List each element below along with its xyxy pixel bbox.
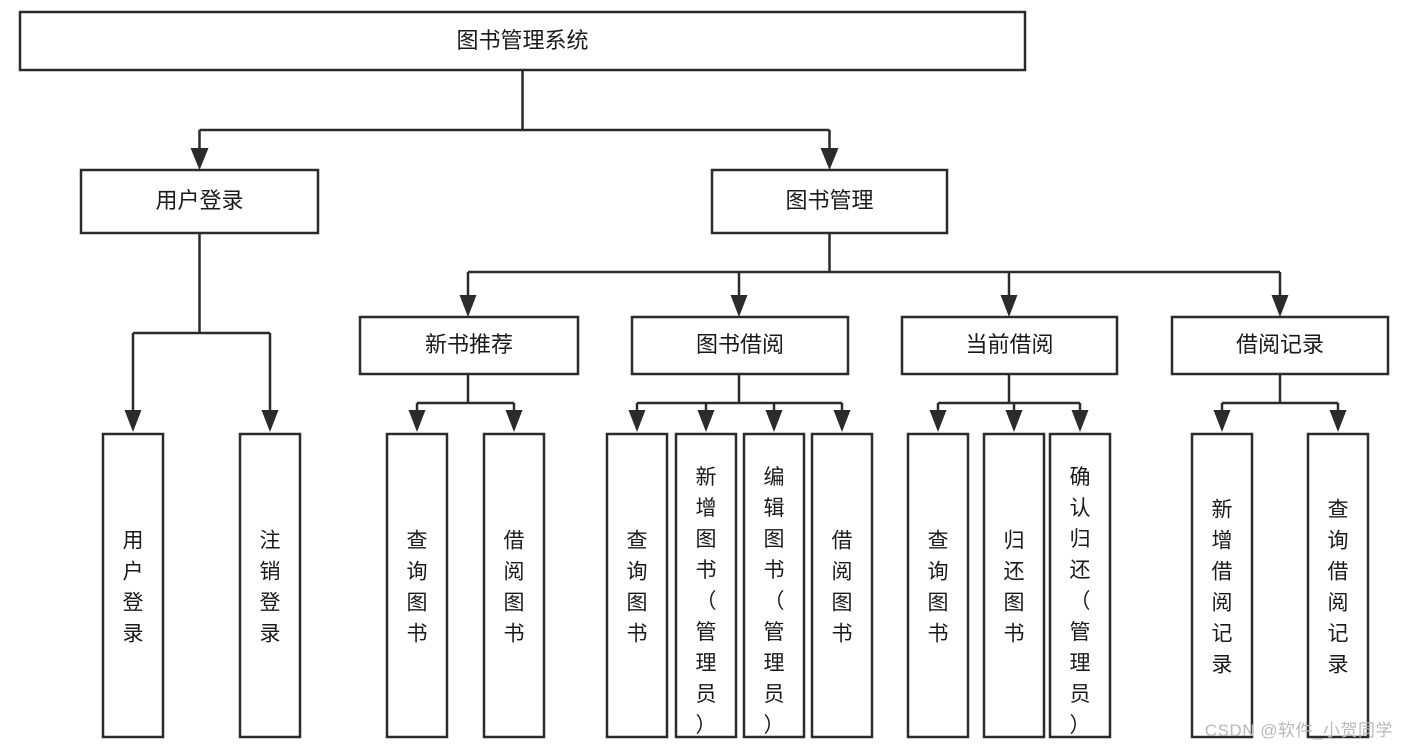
arrow-records-leaf-1 xyxy=(1213,410,1231,432)
node-leaf-confirm-return-admin-box[interactable] xyxy=(1048,432,1112,739)
node-leaf-user-login-label: 用户登录 xyxy=(123,530,144,646)
node-leaf-query-book-1[interactable]: 查询图书 xyxy=(385,432,449,739)
arrow-current-leaf-2 xyxy=(1005,410,1023,432)
node-user-login-box[interactable] xyxy=(79,168,320,235)
arrow-user-login-leaf-2 xyxy=(261,410,279,432)
node-leaf-edit-book-admin-label: 编辑图书（管理员） xyxy=(764,466,785,737)
node-leaf-add-borrow-record-label: 新增借阅记录 xyxy=(1212,499,1233,677)
node-leaf-add-borrow-record[interactable]: 新增借阅记录 xyxy=(1190,432,1254,739)
node-borrow-records-box[interactable] xyxy=(1170,315,1390,376)
node-leaf-query-borrow-record-label: 查询借阅记录 xyxy=(1328,499,1349,677)
arrow-book-mgmt-to-records xyxy=(1271,295,1289,317)
node-leaf-query-book-2-label: 查询图书 xyxy=(627,530,648,646)
arrow-book-mgmt-to-borrow xyxy=(730,295,748,317)
node-user-login[interactable]: 用户登录 xyxy=(79,168,320,235)
node-leaf-query-book-2-box[interactable] xyxy=(605,432,669,739)
arrow-root-to-book-mgmt xyxy=(820,148,839,170)
node-leaf-return-book-box[interactable] xyxy=(982,432,1046,739)
node-current-borrow-label: 当前借阅 xyxy=(965,332,1053,357)
node-new-book-recommend-label: 新书推荐 xyxy=(425,332,513,357)
node-root-box[interactable] xyxy=(18,10,1027,72)
node-leaf-borrow-book-1[interactable]: 借阅图书 xyxy=(482,432,546,739)
node-borrow-records[interactable]: 借阅记录 xyxy=(1170,315,1390,376)
arrow-borrow-leaf-1 xyxy=(628,410,646,432)
node-leaf-edit-book-admin-box[interactable] xyxy=(742,432,806,739)
node-leaf-query-book-1-label: 查询图书 xyxy=(407,530,428,646)
node-new-book-recommend-box[interactable] xyxy=(358,315,580,376)
node-leaf-borrow-book-2[interactable]: 借阅图书 xyxy=(810,432,874,739)
node-user-login-label: 用户登录 xyxy=(155,188,243,213)
node-leaf-query-book-1-box[interactable] xyxy=(385,432,449,739)
node-leaf-confirm-return-admin[interactable]: 确认归还（管理员） xyxy=(1048,432,1112,739)
node-leaf-query-book-3-label: 查询图书 xyxy=(928,530,949,646)
node-leaf-borrow-book-2-label: 借阅图书 xyxy=(832,530,853,646)
arrow-borrow-leaf-3 xyxy=(765,410,783,432)
node-book-management-box[interactable] xyxy=(710,168,949,235)
arrow-book-mgmt-to-current xyxy=(1000,295,1018,317)
node-new-book-recommend[interactable]: 新书推荐 xyxy=(358,315,580,376)
node-book-borrow-label: 图书借阅 xyxy=(696,332,784,357)
node-root-label: 图书管理系统 xyxy=(456,28,588,53)
node-leaf-add-borrow-record-box[interactable] xyxy=(1190,432,1254,739)
node-leaf-borrow-book-1-label: 借阅图书 xyxy=(504,530,525,646)
arrow-current-leaf-3 xyxy=(1071,410,1089,432)
node-leaf-borrow-book-2-box[interactable] xyxy=(810,432,874,739)
node-book-management[interactable]: 图书管理 xyxy=(710,168,949,235)
arrow-book-mgmt-to-new-book xyxy=(459,295,477,317)
node-root[interactable]: 图书管理系统 xyxy=(18,10,1027,72)
node-leaf-query-borrow-record[interactable]: 查询借阅记录 xyxy=(1306,432,1370,739)
node-leaf-return-book-label: 归还图书 xyxy=(1004,530,1025,646)
arrow-user-login-leaf-1 xyxy=(124,410,142,432)
arrow-new-book-leaf-1 xyxy=(408,410,426,432)
arrow-new-book-leaf-2 xyxy=(505,410,523,432)
node-leaf-user-login[interactable]: 用户登录 xyxy=(101,432,165,739)
node-leaf-query-book-3-box[interactable] xyxy=(906,432,970,739)
node-leaf-logout[interactable]: 注销登录 xyxy=(238,432,302,739)
arrow-records-leaf-2 xyxy=(1329,410,1347,432)
node-leaf-query-borrow-record-box[interactable] xyxy=(1306,432,1370,739)
node-leaf-add-book-admin[interactable]: 新增图书（管理员） xyxy=(674,432,738,739)
node-book-management-label: 图书管理 xyxy=(785,188,873,213)
node-borrow-records-label: 借阅记录 xyxy=(1236,332,1324,357)
connector-layer xyxy=(124,70,1347,432)
arrow-borrow-leaf-2 xyxy=(697,410,715,432)
node-leaf-add-book-admin-box[interactable] xyxy=(674,432,738,739)
node-leaf-logout-box[interactable] xyxy=(238,432,302,739)
node-leaf-query-book-3[interactable]: 查询图书 xyxy=(906,432,970,739)
node-leaf-return-book[interactable]: 归还图书 xyxy=(982,432,1046,739)
node-book-borrow-box[interactable] xyxy=(630,315,850,376)
node-leaf-query-book-2[interactable]: 查询图书 xyxy=(605,432,669,739)
node-current-borrow[interactable]: 当前借阅 xyxy=(900,315,1119,376)
node-leaf-add-book-admin-label: 新增图书（管理员） xyxy=(696,466,717,737)
node-current-borrow-box[interactable] xyxy=(900,315,1119,376)
arrow-borrow-leaf-4 xyxy=(833,410,851,432)
arrow-root-to-user-login xyxy=(190,148,209,170)
node-leaf-logout-label: 注销登录 xyxy=(260,530,281,646)
node-leaf-confirm-return-admin-label: 确认归还（管理员） xyxy=(1070,466,1091,737)
node-leaf-user-login-box[interactable] xyxy=(101,432,165,739)
arrow-current-leaf-1 xyxy=(929,410,947,432)
node-leaf-borrow-book-1-box[interactable] xyxy=(482,432,546,739)
node-book-borrow[interactable]: 图书借阅 xyxy=(630,315,850,376)
node-leaf-edit-book-admin[interactable]: 编辑图书（管理员） xyxy=(742,432,806,739)
